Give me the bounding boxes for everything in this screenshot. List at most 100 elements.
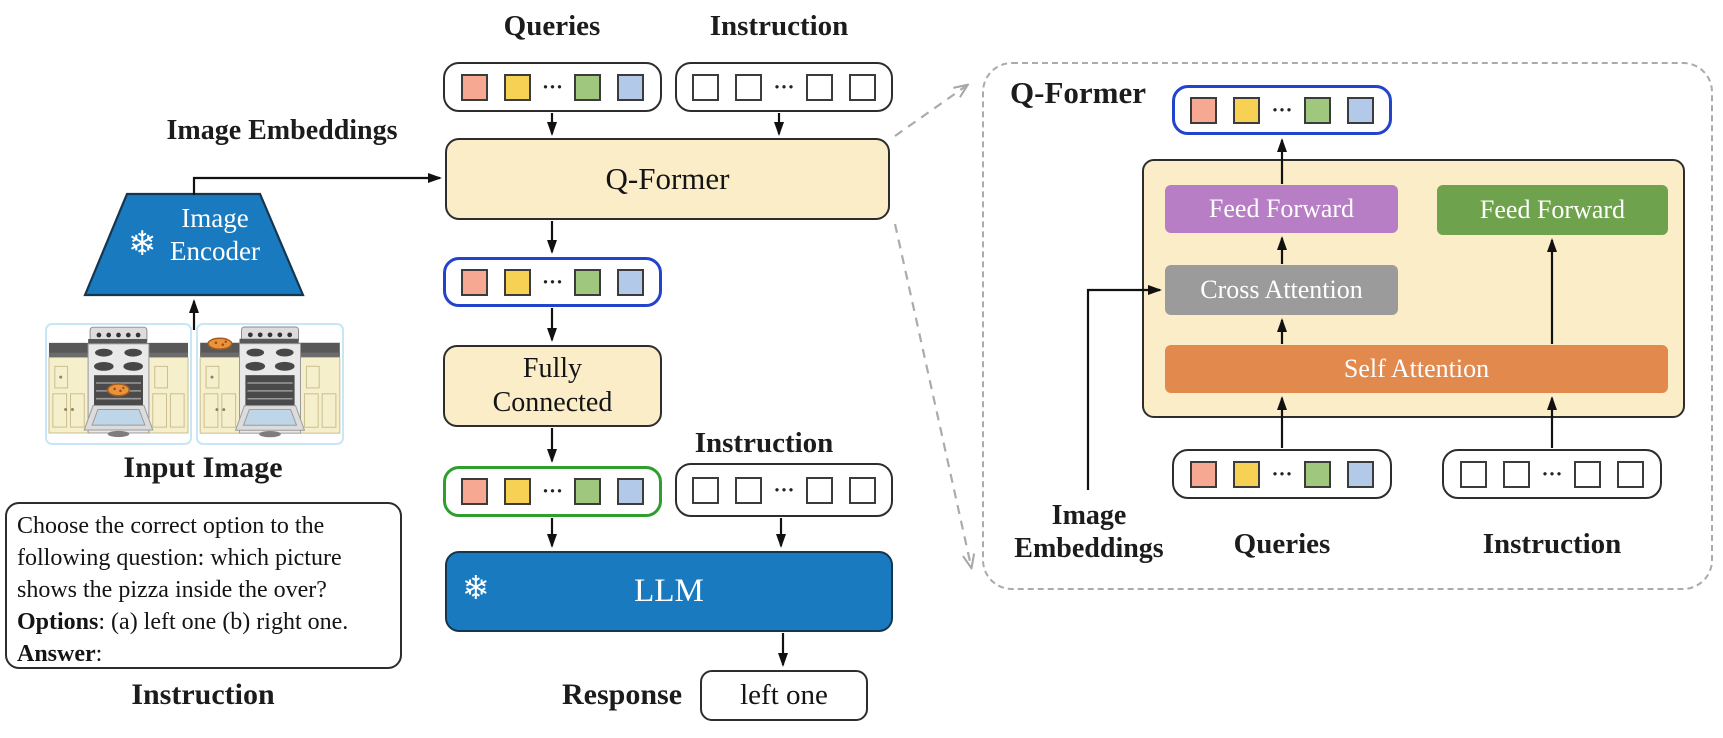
query-token-yellow: [503, 478, 531, 505]
ellipsis-dots: ···: [541, 74, 563, 99]
qformer-detail-panel: [982, 62, 1713, 590]
qformer-box-label: Q-Former: [605, 161, 730, 196]
instruction-answer-line: Answer:: [17, 638, 390, 670]
instruction-token: [805, 476, 833, 504]
options-text: : (a) left one (b) right one.: [98, 609, 349, 635]
instruction-token: [692, 73, 720, 101]
instruction-token: [735, 73, 763, 101]
fully-connected-box: Fully Connected: [443, 345, 662, 427]
query-token-blue: [617, 478, 644, 505]
panel-image-embeddings-label-line2: Embeddings: [1014, 533, 1164, 564]
ellipsis-dots: ···: [1271, 97, 1293, 122]
ellipsis-dots: ···: [541, 269, 563, 294]
fc-output-token-row: ···: [443, 466, 662, 517]
query-token-green: [574, 268, 601, 296]
instruction-token: [692, 476, 720, 504]
oven-with-pizza-inside-illustration: [48, 326, 189, 438]
query-token-yellow: [1233, 460, 1261, 488]
image-encoder-trapezoid: [83, 192, 305, 297]
response-box: left one: [700, 670, 868, 721]
instruction-line: shows the pizza inside the over?: [17, 577, 327, 603]
qformer-box: Q-Former: [445, 138, 890, 220]
instruction-line: Choose the correct option to the: [17, 513, 325, 539]
feed-forward-left-box: Feed Forward: [1165, 185, 1398, 233]
instruction-token: [735, 476, 763, 504]
ellipsis-dots: ···: [1271, 461, 1293, 486]
instruction-line: following question: which picture: [17, 545, 342, 571]
cross-attention-label: Cross Attention: [1200, 275, 1363, 304]
query-token-yellow: [503, 73, 531, 101]
dashed-zoom-link-top: [894, 86, 966, 137]
feed-forward-right-box: Feed Forward: [1437, 185, 1668, 235]
ellipsis-dots: ···: [541, 479, 563, 503]
input-image-right: [196, 323, 344, 445]
instruction-token: [848, 476, 876, 504]
ellipsis-dots: ···: [1541, 461, 1563, 486]
queries-token-row: ···: [443, 62, 662, 112]
llm-box-label: LLM: [634, 573, 704, 609]
input-image-label: Input Image: [123, 451, 283, 484]
arrow-encoder-to-qformer: [192, 173, 442, 195]
query-token-blue: [617, 268, 644, 296]
image-encoder-label-line2: Encoder: [170, 236, 260, 266]
panel-queries-label: Queries: [1233, 528, 1331, 560]
ellipsis-dots: ···: [773, 477, 795, 502]
instruction-token: [1616, 460, 1644, 488]
feed-forward-right-label: Feed Forward: [1479, 195, 1626, 224]
response-value: left one: [740, 679, 828, 711]
qformer-panel-title: Q-Former: [1010, 75, 1146, 110]
query-token-green: [1303, 460, 1331, 488]
queries-label-top: Queries: [503, 10, 601, 42]
panel-queries-token-row: ···: [1172, 449, 1392, 499]
cross-attention-box: Cross Attention: [1165, 265, 1398, 315]
query-token-green: [574, 478, 601, 505]
query-token-blue: [1346, 96, 1374, 124]
instruction-token: [805, 73, 833, 101]
query-token-blue: [617, 73, 644, 101]
panel-instruction-label: Instruction: [1482, 528, 1622, 560]
llm-box: LLM: [445, 551, 893, 632]
query-token-green: [1303, 96, 1331, 124]
image-embeddings-label: Image Embeddings: [166, 115, 398, 146]
instruction-label-mid: Instruction: [694, 427, 834, 459]
self-attention-label: Self Attention: [1343, 354, 1490, 383]
query-token-yellow: [1233, 96, 1261, 124]
instruction-label-bottom-left: Instruction: [131, 678, 275, 711]
panel-output-token-row: ···: [1172, 85, 1392, 135]
instruction-token: [1573, 460, 1601, 488]
feed-forward-left-label: Feed Forward: [1208, 194, 1355, 223]
instruction-token: [1460, 460, 1488, 488]
fully-connected-label-line1: Fully: [522, 353, 583, 384]
instruction-text-box: Choose the correct option to the followi…: [5, 502, 402, 669]
panel-image-embeddings-label-line1: Image: [1051, 500, 1127, 531]
query-token-pink: [1190, 460, 1218, 488]
instruction-token: [848, 73, 876, 101]
instruction-label-top: Instruction: [709, 10, 849, 42]
response-label: Response: [561, 678, 683, 711]
query-token-yellow: [503, 268, 531, 296]
query-token-pink: [460, 268, 488, 296]
fully-connected-label-line2: Connected: [492, 387, 613, 418]
instruction-token: [1503, 460, 1531, 488]
query-token-pink: [1190, 96, 1218, 124]
instruction-token-row-mid: ···: [675, 463, 893, 517]
query-token-pink: [460, 478, 488, 505]
ellipsis-dots: ···: [773, 74, 795, 99]
snowflake-icon: ❄: [128, 226, 157, 263]
query-token-pink: [460, 73, 488, 101]
instruction-token-row-top: ···: [675, 62, 893, 112]
oven-with-pizza-on-counter-illustration: [199, 326, 341, 438]
image-encoder-label-line1: Image: [181, 203, 249, 233]
panel-instruction-token-row: ···: [1442, 449, 1662, 499]
query-token-blue: [1346, 460, 1374, 488]
qformer-output-token-row: ···: [443, 257, 662, 307]
snowflake-icon: ❄: [462, 571, 490, 607]
input-image-left: [45, 323, 192, 445]
self-attention-box: Self Attention: [1165, 345, 1668, 393]
query-token-green: [574, 73, 601, 101]
answer-text: :: [95, 641, 103, 667]
instruction-options-line: Options: (a) left one (b) right one.: [17, 606, 390, 638]
answer-label: Answer: [17, 641, 96, 667]
dashed-zoom-link-bottom: [893, 223, 971, 566]
